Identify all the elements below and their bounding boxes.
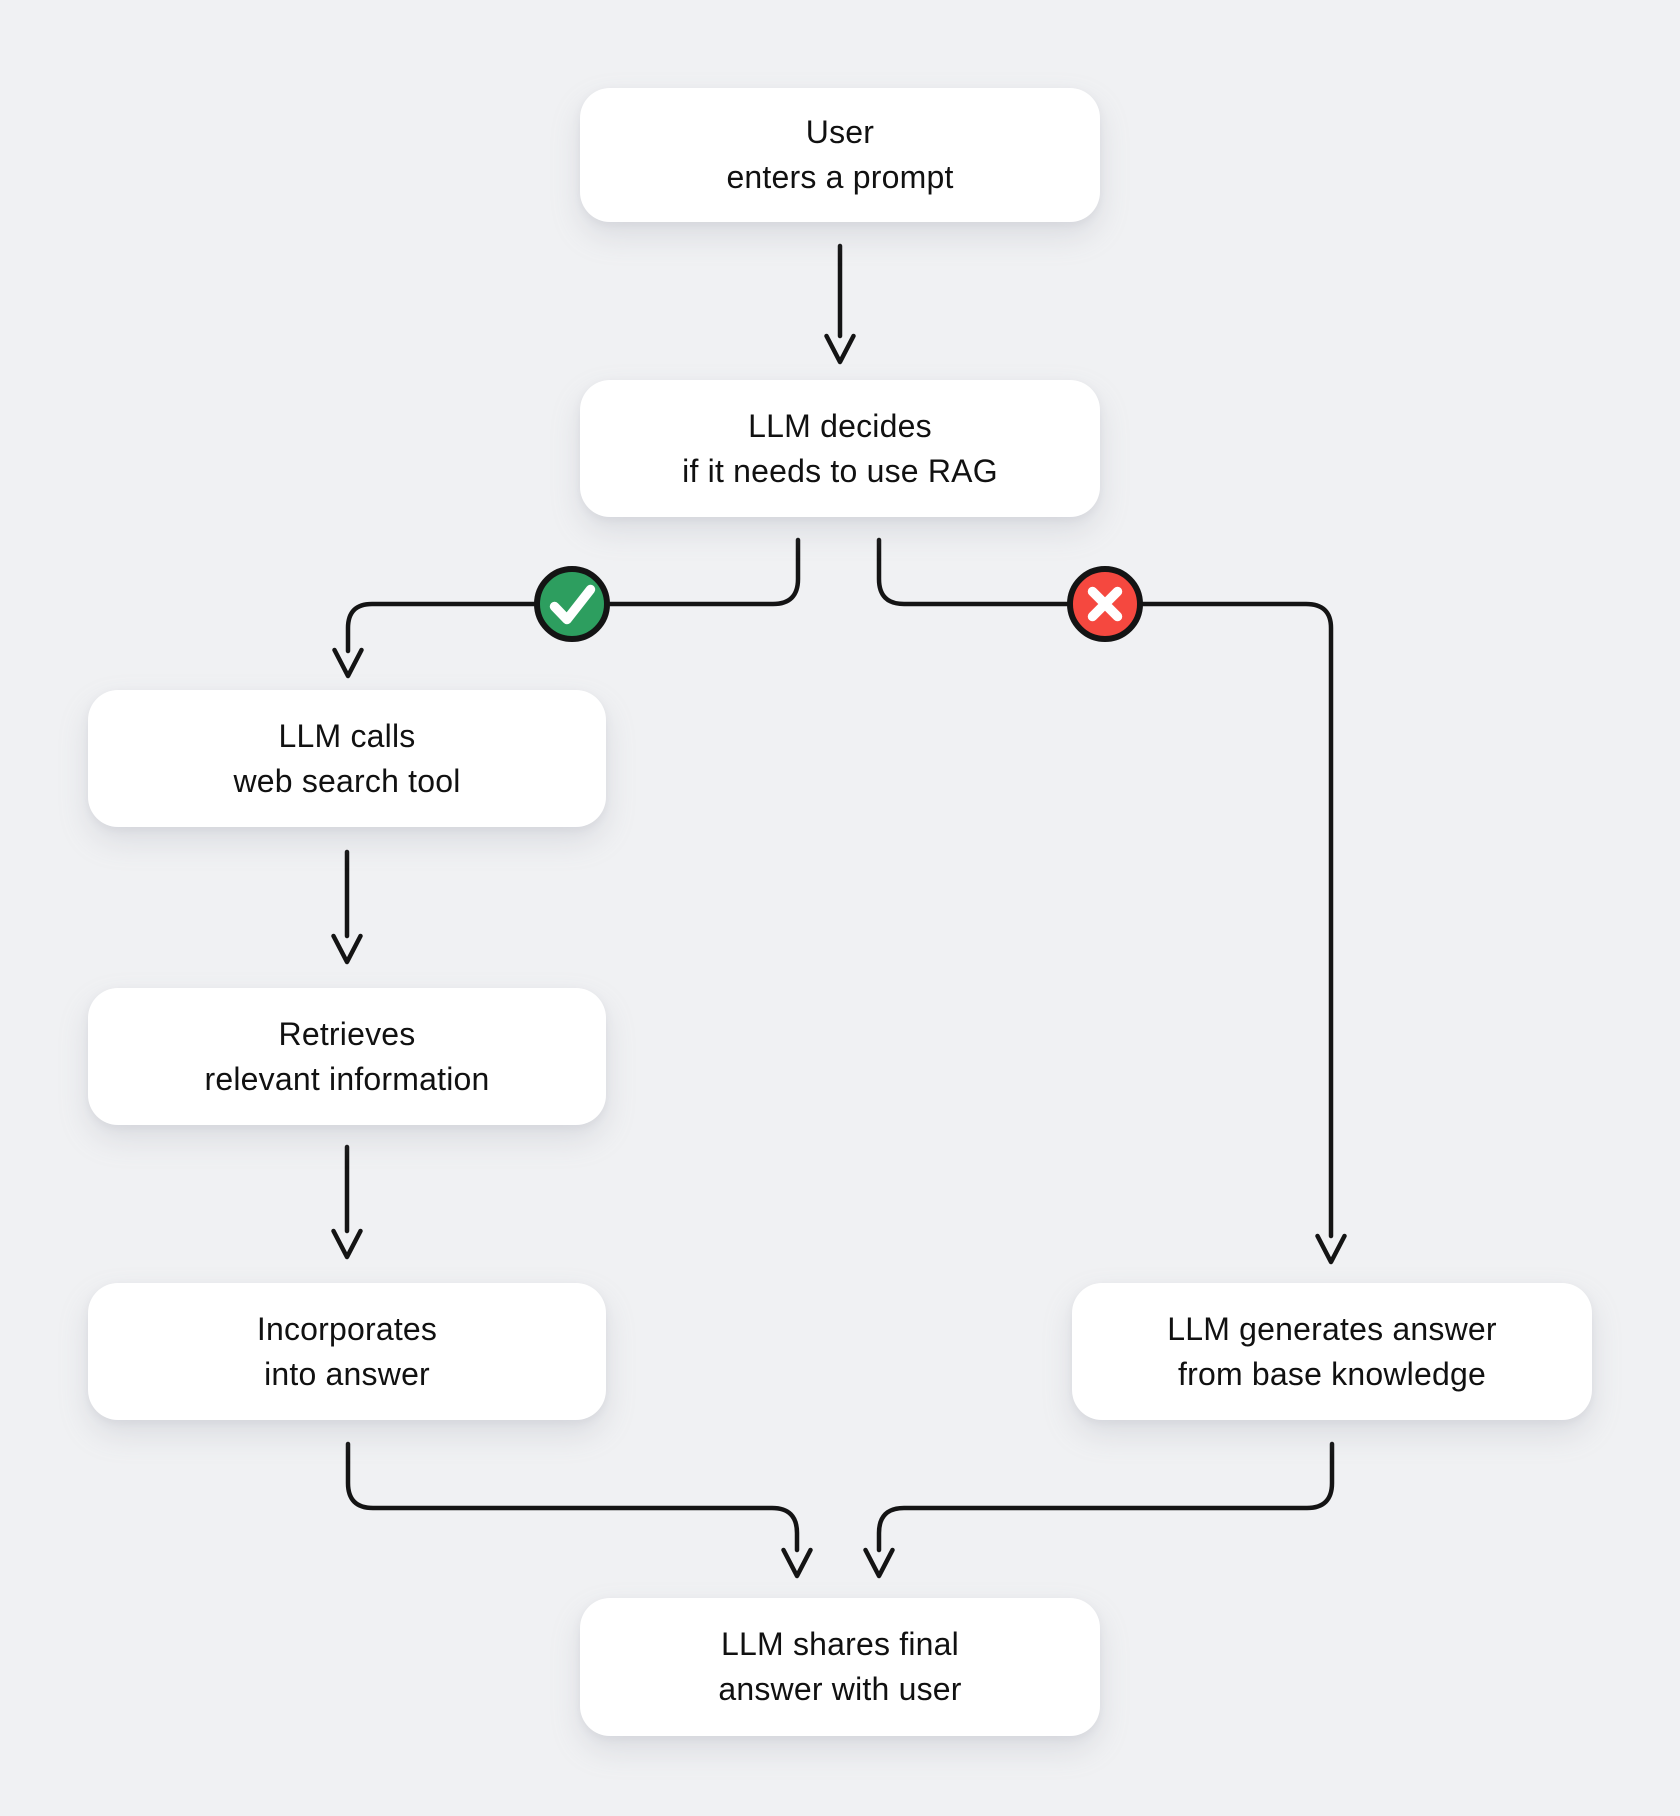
edge-yes-branch <box>332 537 801 679</box>
node-generates-from-base: LLM generates answer from base knowledge <box>1072 1283 1592 1420</box>
edge-generates-to-final <box>863 1441 1335 1579</box>
x-mark <box>1087 586 1123 622</box>
node-user-prompt: User enters a prompt <box>580 88 1100 222</box>
check-mark <box>549 584 596 625</box>
node-retrieves-info: Retrieves relevant information <box>88 988 606 1125</box>
node-user-prompt-label: User enters a prompt <box>726 114 954 195</box>
edge-incorporates-to-final <box>345 1441 813 1579</box>
node-llm-calls-web-search-label: LLM calls web search tool <box>233 717 461 799</box>
node-generates-from-base-label: LLM generates answer from base knowledge <box>1167 1310 1497 1392</box>
arrow-user-to-decision <box>824 243 856 365</box>
node-incorporates-answer-label: Incorporates into answer <box>256 1310 438 1392</box>
node-shares-final-answer-label: LLM shares final answer with user <box>718 1626 962 1707</box>
node-incorporates-answer: Incorporates into answer <box>88 1283 606 1420</box>
node-llm-decides-label: LLM decides if it needs to use RAG <box>682 407 998 489</box>
edge-no-branch <box>876 537 1347 1265</box>
check-circle-icon <box>534 566 610 642</box>
node-retrieves-info-label: Retrieves relevant information <box>204 1015 490 1097</box>
x-circle-icon <box>1067 566 1143 642</box>
arrow-search-to-retrieves <box>331 849 363 965</box>
node-llm-decides: LLM decides if it needs to use RAG <box>580 380 1100 517</box>
node-llm-calls-web-search: LLM calls web search tool <box>88 690 606 827</box>
node-shares-final-answer: LLM shares final answer with user <box>580 1598 1100 1736</box>
arrow-retrieves-to-incorporates <box>331 1144 363 1260</box>
